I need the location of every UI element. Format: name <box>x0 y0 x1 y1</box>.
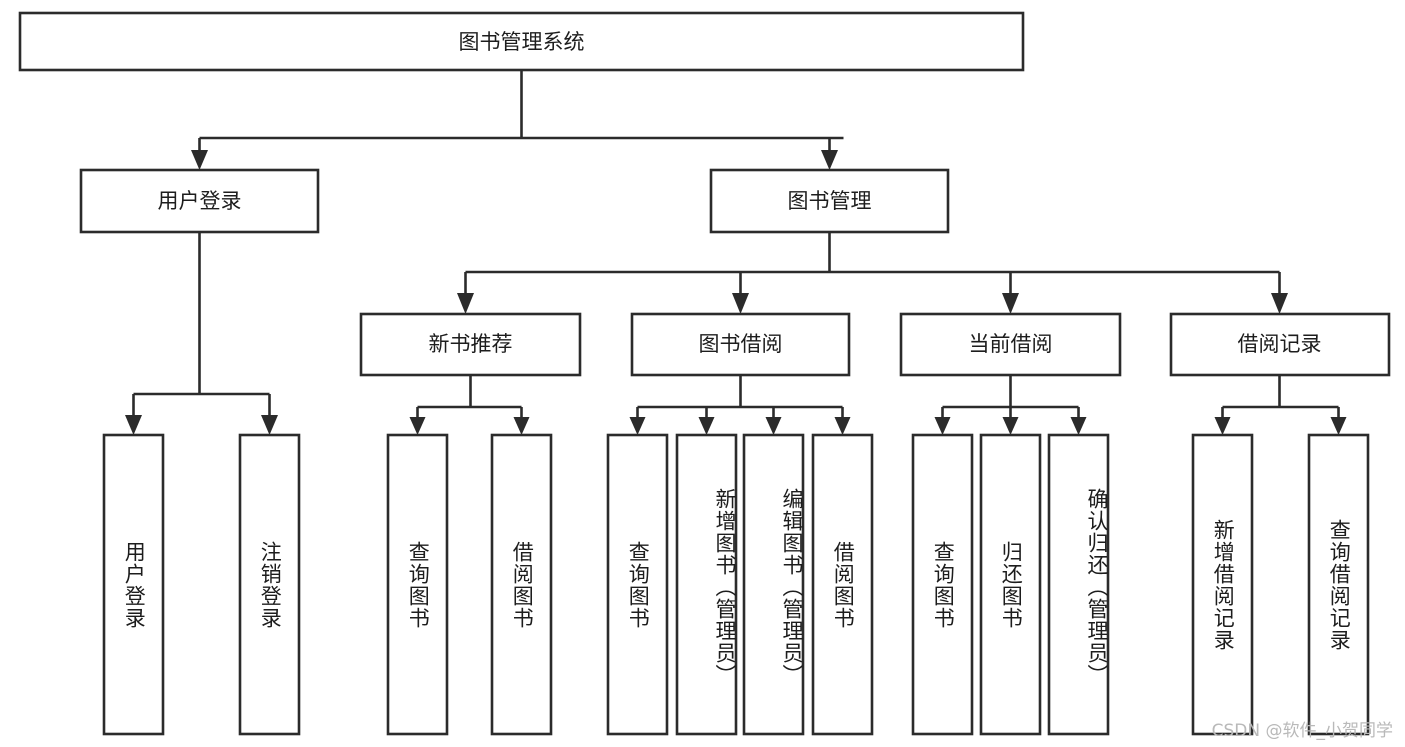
node-current-borrow-label: 当前借阅 <box>969 332 1053 356</box>
arrow-head-cb-leaf-3 <box>1070 417 1087 435</box>
node-book-borrow-label: 图书借阅 <box>699 332 783 356</box>
leaf-user-login-login[interactable]: 用户登录 <box>102 433 165 736</box>
arrow-head-br-leaf-1 <box>1214 417 1231 435</box>
leaf-current-borrow-return-label: 归还图书 <box>999 540 1024 629</box>
leaf-book-borrow-query-label: 查询图书 <box>626 540 651 629</box>
leaf-book-borrow-borrow-fo: 借阅图书 <box>831 540 856 629</box>
leaf-current-borrow-query-label: 查询图书 <box>931 540 956 629</box>
node-root-system[interactable]: 图书管理系统 <box>18 11 1025 72</box>
leaf-book-borrow-add[interactable]: 新增图书（管理员） <box>675 433 738 736</box>
node-root-system-box[interactable] <box>18 11 1025 72</box>
arrow-head-borrow-record <box>1271 293 1288 314</box>
arrow-head-new-book <box>457 293 474 314</box>
leaf-book-borrow-add-fo: 新增图书（管理员） <box>713 487 736 686</box>
node-borrow-record[interactable]: 借阅记录 <box>1169 312 1391 377</box>
leaf-book-borrow-query[interactable]: 查询图书 <box>606 433 669 736</box>
leaf-current-borrow-confirm-label: 确认归还（管理员） <box>1085 487 1108 686</box>
leaf-user-login-login-box[interactable] <box>102 433 165 736</box>
leaf-book-borrow-edit-label: 编辑图书（管理员） <box>780 487 803 686</box>
node-new-book-recommend-label: 新书推荐 <box>429 332 513 356</box>
leaf-current-borrow-confirm-box[interactable] <box>1047 433 1110 736</box>
leaf-borrow-record-add-box[interactable] <box>1191 433 1254 736</box>
leaf-user-login-login-fo: 用户登录 <box>122 540 147 629</box>
node-new-book-recommend[interactable]: 新书推荐 <box>359 312 582 377</box>
leaf-book-borrow-edit[interactable]: 编辑图书（管理员） <box>742 433 805 736</box>
leaf-new-book-borrow-label: 借阅图书 <box>510 540 535 629</box>
leaf-book-borrow-borrow-label: 借阅图书 <box>831 540 856 629</box>
arrow-head-cb-leaf-1 <box>934 417 951 435</box>
leaf-borrow-record-add[interactable]: 新增借阅记录 <box>1191 433 1254 736</box>
leaf-book-borrow-borrow-box[interactable] <box>811 433 874 736</box>
leaf-user-login-logout-label: 注销登录 <box>258 540 283 629</box>
node-book-borrow[interactable]: 图书借阅 <box>630 312 851 377</box>
leaf-user-login-login-label: 用户登录 <box>122 540 147 629</box>
arrow-head-current-borrow <box>1002 293 1019 314</box>
arrow-head-bb-leaf-3 <box>765 417 782 435</box>
leaf-book-borrow-borrow[interactable]: 借阅图书 <box>811 433 874 736</box>
leaf-new-book-borrow[interactable]: 借阅图书 <box>490 433 553 736</box>
leaf-new-book-borrow-fo: 借阅图书 <box>510 540 535 629</box>
node-book-manage[interactable]: 图书管理 <box>709 168 950 234</box>
node-book-borrow-box[interactable] <box>630 312 851 377</box>
arrow-head-user-login <box>191 150 208 170</box>
leaf-book-borrow-add-box[interactable] <box>675 433 738 736</box>
leaf-current-borrow-return-box[interactable] <box>979 433 1042 736</box>
node-book-manage-label: 图书管理 <box>788 189 872 213</box>
leaf-current-borrow-query-fo: 查询图书 <box>931 540 956 629</box>
leaf-current-borrow-confirm[interactable]: 确认归还（管理员） <box>1047 433 1110 736</box>
leaf-current-borrow-return[interactable]: 归还图书 <box>979 433 1042 736</box>
arrow-head-cb-leaf-2 <box>1002 417 1019 435</box>
leaf-book-borrow-query-fo: 查询图书 <box>626 540 651 629</box>
leaf-current-borrow-confirm-fo: 确认归还（管理员） <box>1085 487 1108 686</box>
leaf-book-borrow-query-box[interactable] <box>606 433 669 736</box>
arrow-head-nb-leaf-1 <box>409 417 426 435</box>
leaf-borrow-record-add-label: 新增借阅记录 <box>1211 518 1236 651</box>
leaf-user-login-logout-fo: 注销登录 <box>258 540 283 629</box>
leaf-new-book-query[interactable]: 查询图书 <box>386 433 449 736</box>
arrow-head-book-borrow <box>732 293 749 314</box>
arrow-head-leaf-user-login <box>125 415 142 435</box>
leaf-current-borrow-return-fo: 归还图书 <box>999 540 1024 629</box>
arrow-head-bb-leaf-1 <box>629 417 646 435</box>
leaf-user-login-logout-box[interactable] <box>238 433 301 736</box>
node-root-system-label: 图书管理系统 <box>459 30 585 54</box>
leaf-user-login-logout[interactable]: 注销登录 <box>238 433 301 736</box>
node-borrow-record-label: 借阅记录 <box>1238 332 1322 356</box>
arrow-head-nb-leaf-2 <box>513 417 530 435</box>
leaf-borrow-record-query-box[interactable] <box>1307 433 1370 736</box>
leaf-new-book-query-fo: 查询图书 <box>406 540 431 629</box>
leaf-borrow-record-query[interactable]: 查询借阅记录 <box>1307 433 1370 736</box>
leaf-book-borrow-edit-fo: 编辑图书（管理员） <box>780 487 803 686</box>
arrow-head-br-leaf-2 <box>1330 417 1347 435</box>
arrow-head-bb-leaf-4 <box>834 417 851 435</box>
node-borrow-record-box[interactable] <box>1169 312 1391 377</box>
node-user-login[interactable]: 用户登录 <box>79 168 320 234</box>
leaf-borrow-record-query-fo: 查询借阅记录 <box>1327 518 1352 651</box>
leaf-borrow-record-add-fo: 新增借阅记录 <box>1211 518 1236 651</box>
node-book-manage-box[interactable] <box>709 168 950 234</box>
node-user-login-label: 用户登录 <box>158 189 242 213</box>
leaf-book-borrow-add-label: 新增图书（管理员） <box>713 487 736 686</box>
arrow-head-book-manage <box>821 150 838 170</box>
node-current-borrow[interactable]: 当前借阅 <box>899 312 1122 377</box>
leaf-new-book-query-box[interactable] <box>386 433 449 736</box>
edge-layer <box>125 70 1347 435</box>
arrow-head-bb-leaf-2 <box>698 417 715 435</box>
leaf-book-borrow-edit-box[interactable] <box>742 433 805 736</box>
leaf-borrow-record-query-label: 查询借阅记录 <box>1327 518 1352 651</box>
leaf-new-book-query-label: 查询图书 <box>406 540 431 629</box>
leaf-current-borrow-query[interactable]: 查询图书 <box>911 433 974 736</box>
node-current-borrow-box[interactable] <box>899 312 1122 377</box>
leaf-new-book-borrow-box[interactable] <box>490 433 553 736</box>
node-new-book-recommend-box[interactable] <box>359 312 582 377</box>
leaf-current-borrow-query-box[interactable] <box>911 433 974 736</box>
node-user-login-box[interactable] <box>79 168 320 234</box>
arrow-head-leaf-logout <box>261 415 278 435</box>
